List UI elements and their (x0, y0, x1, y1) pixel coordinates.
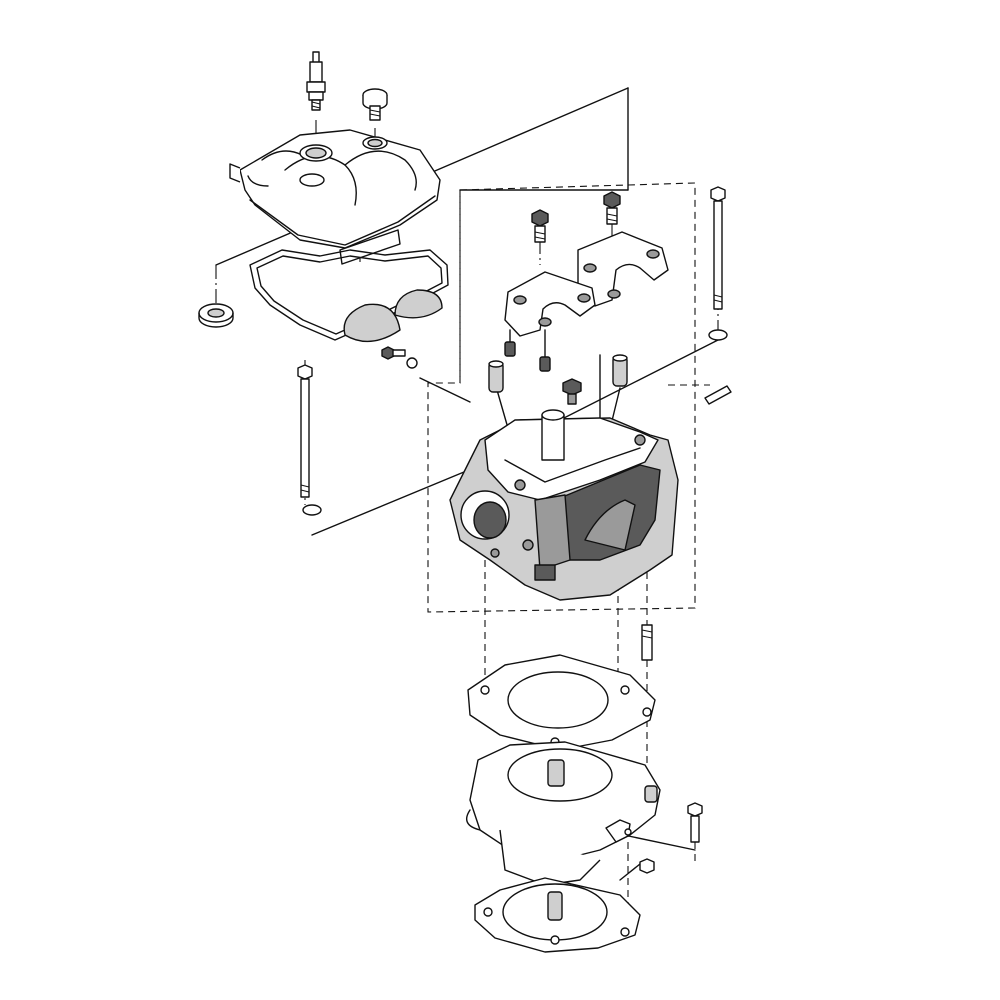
dowel-pins (504, 341, 551, 372)
cylinder-side-bolt (639, 802, 703, 874)
cylinder-head-cover (229, 129, 441, 265)
cylinder-head-gasket (467, 654, 656, 751)
grommet (198, 303, 234, 328)
cylinder (466, 741, 661, 886)
dowel-stud (641, 624, 653, 661)
stud-bolts (297, 186, 732, 516)
camshaft-holder-bolts (531, 191, 621, 243)
subassembly-frame (427, 182, 696, 613)
cover-gasket (249, 249, 449, 343)
small-bolt-washer (381, 346, 418, 369)
cylinder-head (449, 409, 679, 601)
cylinder-base-gasket (474, 877, 641, 953)
spark-plug (306, 51, 326, 111)
camshaft-holder (504, 231, 669, 337)
oil-filler-cap (362, 88, 388, 121)
valve-parts (488, 354, 628, 405)
